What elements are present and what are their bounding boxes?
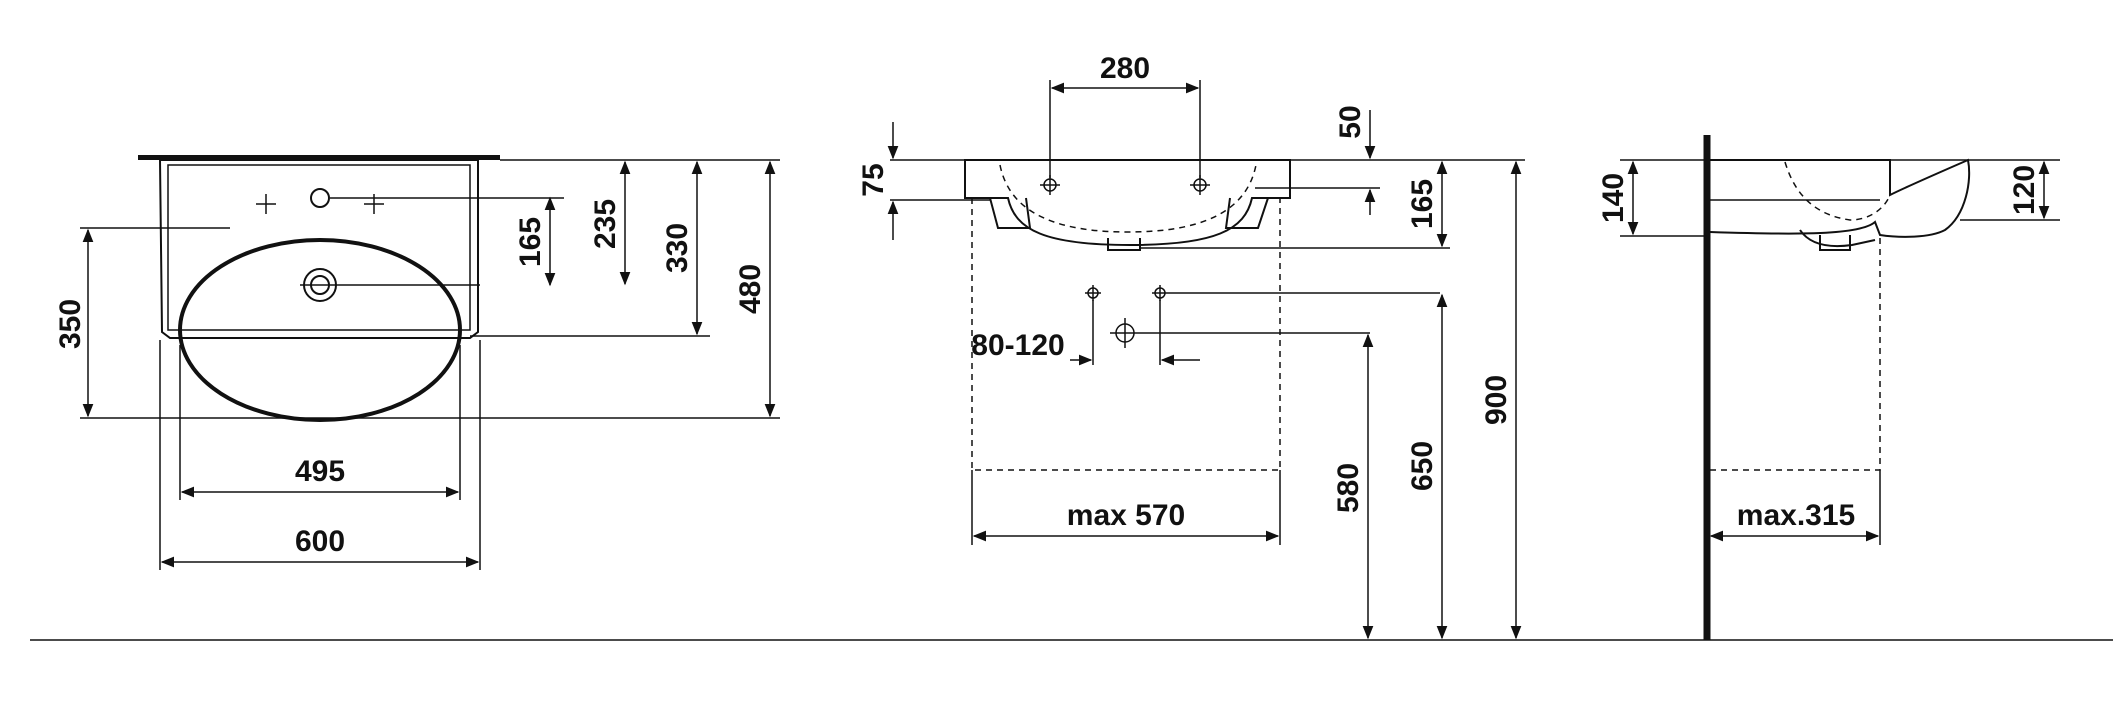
side-basin-outline xyxy=(1709,158,1971,238)
side-view: 140 120 max.315 xyxy=(1597,135,2060,640)
basin-outline xyxy=(158,159,479,339)
dim-330: 330 xyxy=(661,223,694,273)
dim-165-front: 165 xyxy=(1406,179,1439,229)
dim-max-315: max.315 xyxy=(1737,499,1855,532)
dim-max-570: max 570 xyxy=(1067,499,1185,532)
dim-165-top: 165 xyxy=(514,217,547,267)
dim-495: 495 xyxy=(295,455,345,488)
dim-900: 900 xyxy=(1480,375,1513,425)
dim-280: 280 xyxy=(1100,52,1150,85)
front-basin-outline xyxy=(964,159,1291,247)
top-view: 350 165 235 330 480 495 600 xyxy=(54,155,780,570)
cabinet-outline xyxy=(971,198,1281,471)
wall-strip xyxy=(138,155,500,160)
dim-140: 140 xyxy=(1597,173,1630,223)
dim-650: 650 xyxy=(1406,441,1439,491)
dim-235: 235 xyxy=(589,199,622,249)
dim-120: 120 xyxy=(2008,165,2041,215)
dim-350: 350 xyxy=(54,299,87,349)
dim-480: 480 xyxy=(734,264,767,314)
dim-75: 75 xyxy=(857,163,890,196)
side-waste-outlet xyxy=(1799,229,1876,248)
tap-hole-icon xyxy=(310,188,330,208)
dim-600: 600 xyxy=(295,525,345,558)
front-view: 280 75 50 165 80-120 max 570 580 650 xyxy=(857,52,1525,640)
dim-80-120: 80-120 xyxy=(971,329,1064,362)
dim-50: 50 xyxy=(1334,105,1367,138)
waste-outlet xyxy=(1107,238,1141,251)
dim-580: 580 xyxy=(1332,463,1365,513)
bowl-outline xyxy=(178,238,462,422)
side-cabinet-outline xyxy=(1710,235,1881,471)
